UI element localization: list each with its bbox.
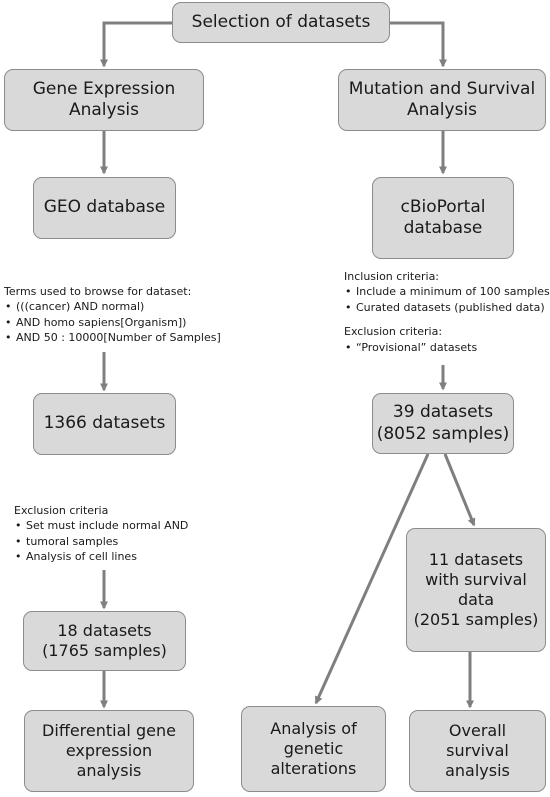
overall-survival-analysis-box: Overall survival analysis [409, 710, 546, 792]
overall-line-3: analysis [445, 761, 510, 780]
geo-term-item: AND 50 : 10000[Number of Samples] [4, 330, 221, 346]
geo-exclusion-title: Exclusion criteria [14, 504, 109, 517]
geo-exclusion-item: Set must include normal AND [14, 518, 188, 534]
cbioportal-database-box: cBioPortal database [372, 177, 514, 259]
genetic-line-3: alterations [270, 759, 357, 778]
geo-terms-title: Terms used to browse for dataset: [4, 285, 192, 298]
mutation-survival-analysis-box: Mutation and Survival Analysis [338, 69, 546, 131]
datasets-11-box: 11 datasets with survival data (2051 sam… [406, 528, 546, 652]
inclusion-criteria-item: Include a minimum of 100 samples [344, 284, 550, 300]
exclusion-criteria-item: “Provisional” datasets [344, 340, 550, 356]
mutation-survival-line-1: Mutation and Survival [348, 78, 536, 99]
differential-line-2: expression [65, 741, 153, 760]
datasets-39-line-2: (8052 samples) [376, 423, 510, 444]
geo-exclusion-item-continuation: tumoral samples [14, 534, 188, 550]
genetic-line-1: Analysis of [270, 719, 357, 738]
inclusion-criteria-title: Inclusion criteria: [344, 270, 440, 283]
geo-label: GEO database [43, 197, 166, 218]
gene-expression-line-2: Analysis [68, 100, 140, 120]
gene-expression-analysis-box: Gene Expression Analysis [4, 69, 204, 131]
mutation-survival-line-2: Analysis [406, 100, 478, 120]
overall-line-1: Overall [448, 721, 507, 740]
exclusion-criteria-title: Exclusion criteria: [344, 325, 443, 339]
selection-of-datasets-box: Selection of datasets [172, 2, 390, 43]
cbioportal-line-2: database [403, 218, 483, 238]
datasets-1366-label: 1366 datasets [43, 413, 166, 434]
datasets-11-line-1: 11 datasets [428, 550, 524, 569]
arrow-selection-to-mutation [390, 21, 447, 68]
selection-label: Selection of datasets [191, 11, 371, 32]
geo-exclusion-criteria-note: Exclusion criteria Set must include norm… [14, 503, 188, 565]
datasets-18-line-1: 18 datasets [57, 621, 152, 640]
datasets-39-line-1: 39 datasets [392, 402, 494, 423]
gene-expression-line-1: Gene Expression [32, 78, 176, 99]
cbioportal-criteria-note: Inclusion criteria: Include a minimum of… [344, 269, 550, 355]
genetic-alterations-analysis-box: Analysis of genetic alterations [241, 706, 386, 792]
datasets-39-box: 39 datasets (8052 samples) [372, 393, 514, 454]
geo-term-item: (((cancer) AND normal) [4, 299, 221, 315]
datasets-1366-box: 1366 datasets [33, 393, 176, 455]
geo-term-item: AND homo sapiens[Organism]) [4, 315, 221, 331]
overall-line-2: survival [446, 741, 509, 760]
geo-database-box: GEO database [33, 177, 176, 239]
arrow-39-to-11 [443, 453, 476, 527]
datasets-11-line-4: (2051 samples) [413, 610, 539, 629]
geo-search-terms-note: Terms used to browse for dataset: (((can… [4, 284, 221, 346]
geo-exclusion-item: Analysis of cell lines [14, 549, 188, 565]
genetic-line-2: genetic [283, 739, 344, 758]
differential-line-1: Differential gene [42, 721, 176, 740]
datasets-11-line-3: data [457, 590, 495, 609]
datasets-18-box: 18 datasets (1765 samples) [23, 611, 186, 671]
geo-exclusion-continuation-text: tumoral samples [26, 534, 119, 548]
datasets-11-line-2: with survival [425, 570, 527, 589]
inclusion-criteria-item: Curated datasets (published data) [344, 300, 550, 316]
differential-expression-analysis-box: Differential gene expression analysis [24, 710, 194, 792]
differential-line-3: analysis [76, 761, 142, 780]
arrow-selection-to-gene [100, 21, 172, 68]
cbioportal-line-1: cBioPortal [400, 196, 486, 217]
datasets-18-line-2: (1765 samples) [42, 641, 167, 660]
